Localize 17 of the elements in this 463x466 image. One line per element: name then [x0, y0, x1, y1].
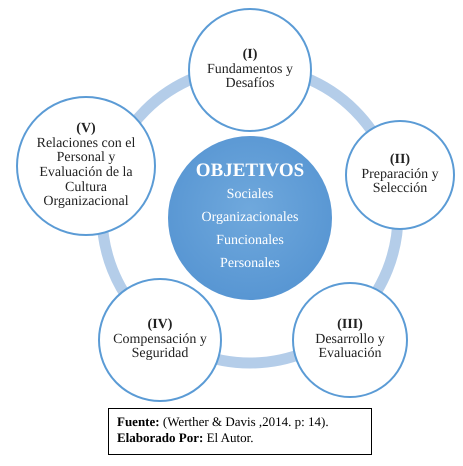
source-note: Fuente: (Werther & Davis ,2014. p: 14). — [117, 414, 330, 430]
objective-item: Personales — [220, 255, 280, 274]
source-note: Elaborado Por: El Autor. — [117, 430, 255, 446]
objective-item: Organizacionales — [202, 209, 298, 228]
stage-number: (I) — [242, 48, 258, 63]
objectives-title: OBJETIVOS — [196, 160, 304, 184]
stage-title: Fundamentos y Desafíos — [206, 62, 294, 92]
stage-title: Compensación y Seguridad — [112, 332, 208, 362]
stage-title: Relaciones con el Personal y Evaluación de la Cultura Organizacional — [36, 136, 136, 210]
objective-item: Sociales — [226, 186, 274, 204]
stage-title: Preparación y Selección — [360, 168, 440, 198]
objective-item: Funcionales — [216, 232, 284, 250]
stage-title: Desarrollo y Evaluación — [314, 332, 386, 362]
stage-number: (V) — [76, 122, 96, 137]
stage-number: (II) — [390, 152, 410, 168]
stage-number: (IV) — [148, 318, 172, 333]
stage-number: (III) — [337, 318, 363, 333]
